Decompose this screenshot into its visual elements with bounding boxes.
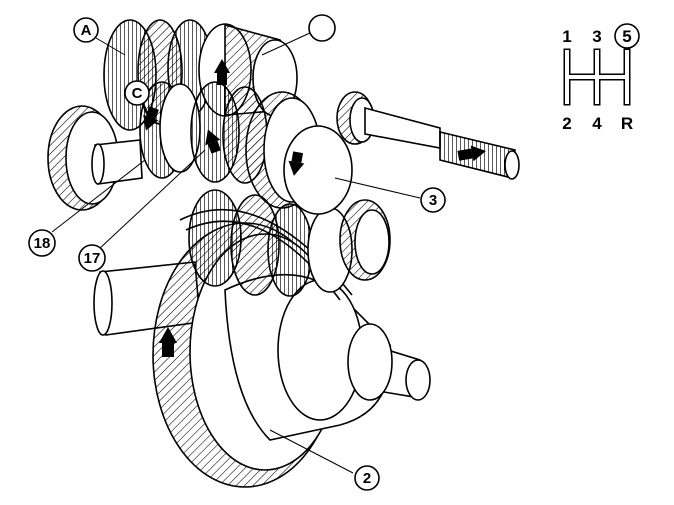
callout-2-label: 2 [363,470,371,487]
arrow-17 [205,129,221,154]
callout-2: 2 [354,465,380,491]
callout-17-label: 17 [84,250,101,267]
gear-label-1: 1 [562,27,571,46]
arrow-input [457,145,486,162]
leader-lines [51,31,421,474]
callout-c: C [124,80,150,106]
callout-3-label: 3 [429,192,437,209]
layshaft-gears [188,189,391,297]
gear-5-highlight [614,23,640,49]
flow-arrows [143,59,486,357]
middle-gear-cluster [139,81,353,215]
arrow-3 [288,151,305,176]
callout-c-label: C [132,85,143,102]
gear-label-2: 2 [562,114,571,133]
callout-blank [308,14,336,42]
gear-label-5: 5 [622,27,631,46]
shift-pattern: 1 3 5 2 4 R [562,23,640,133]
gear-label-4: 4 [592,114,602,133]
arrow-upper [214,59,230,85]
gear-label-r: R [621,114,633,133]
callout-18: 18 [28,229,56,257]
arrow-crown [159,327,177,357]
left-wheel [47,105,143,211]
callout-a: A [73,17,99,43]
callout-3: 3 [420,187,446,213]
callout-a-label: A [81,22,92,39]
callout-18-label: 18 [34,235,51,252]
callout-17: 17 [78,244,106,272]
input-shaft [336,91,520,180]
gear-label-3: 3 [592,27,601,46]
